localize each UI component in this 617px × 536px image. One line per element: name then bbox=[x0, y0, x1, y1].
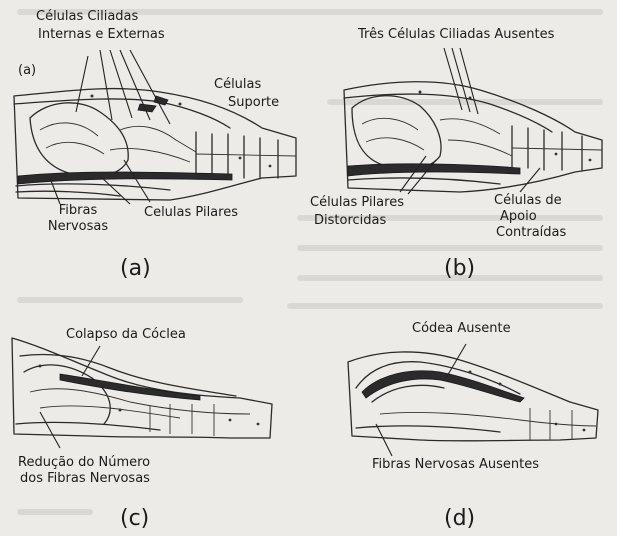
panel-d-caption: (d) bbox=[444, 506, 475, 531]
panel-d-label-absent: Códea Ausente bbox=[412, 322, 511, 336]
panel-d-label-fibers-absent: Fibras Nervosas Ausentes bbox=[372, 458, 539, 472]
